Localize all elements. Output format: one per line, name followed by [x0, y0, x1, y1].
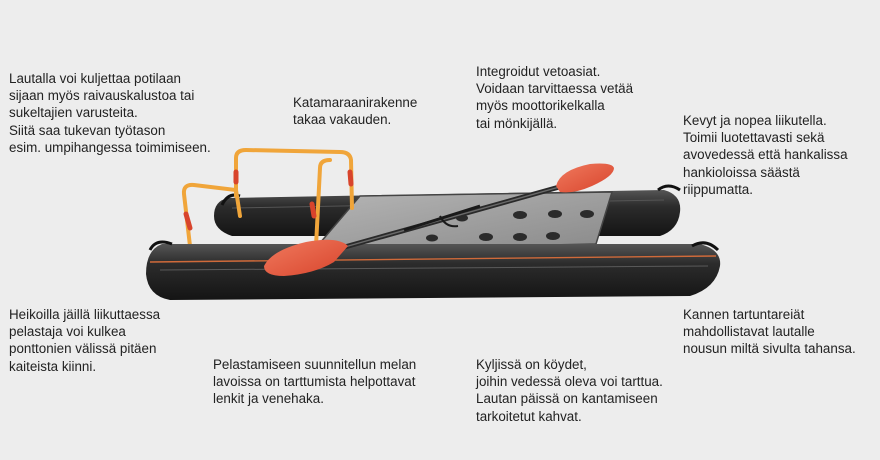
caption-line: Integroidut vetoasiat. — [476, 64, 601, 79]
front-pontoon — [146, 240, 721, 300]
caption-line: Heikoilla jäillä liikuttaessa — [9, 307, 161, 322]
caption-line: avovedessä että hankalissa — [683, 147, 848, 163]
caption-line: Pelastamiseen suunnitellun melan — [213, 357, 417, 372]
caption-cargo: Lautalla voi kuljettaa potilaan sijaan m… — [9, 70, 211, 156]
caption-ropes: Kyljissä on köydet, joihin vedessä oleva… — [476, 356, 663, 425]
caption-line: sukeltajien varusteita. — [9, 105, 138, 121]
deck-grip-holes — [426, 210, 594, 242]
caption-grip-holes: Kannen tartuntareiät mahdollistavat laut… — [683, 306, 856, 358]
caption-line: Toimii luotettavasti sekä — [683, 130, 825, 146]
caption-line: Kannen tartuntareiät — [683, 307, 805, 322]
caption-line: Voidaan tarvittaessa vetää — [476, 81, 634, 97]
caption-line: lavoissa on tarttumista helpottavat — [213, 374, 416, 390]
caption-line: pelastaja voi kulkea — [9, 324, 126, 340]
caption-line: Siitä saa tukevan työtason — [9, 122, 166, 138]
caption-line: Lautan päissä on kantamiseen — [476, 391, 658, 407]
caption-line: kaiteista kiinni. — [9, 358, 97, 374]
paddle — [264, 163, 614, 276]
caption-line: lenkit ja venehaka. — [213, 391, 324, 407]
caption-line: takaa vakauden. — [293, 112, 392, 128]
caption-line: mahdollistavat lautalle — [683, 324, 815, 340]
caption-lightweight: Kevyt ja nopea liikutella. Toimii luotet… — [683, 112, 848, 198]
caption-weak-ice: Heikoilla jäillä liikuttaessa pelastaja … — [9, 306, 160, 375]
paddle-blade-lower — [264, 239, 348, 276]
paddle-blade-upper — [556, 163, 614, 193]
caption-paddle: Pelastamiseen suunnitellun melan lavoiss… — [213, 356, 416, 408]
caption-line: Katamaraanirakenne — [293, 95, 418, 110]
handrails — [181, 147, 354, 248]
caption-line: sijaan myös raivauskalustoa tai — [9, 88, 195, 104]
side-rope — [149, 255, 717, 263]
caption-line: tai mönkijällä. — [476, 115, 558, 131]
caption-catamaran: Katamaraanirakenne takaa vakauden. — [293, 94, 417, 128]
caption-line: esim. umpihangessa toimimiseen. — [9, 139, 211, 155]
caption-line: tarkoitetut kahvat. — [476, 408, 582, 424]
caption-line: Lautalla voi kuljettaa potilaan — [9, 71, 181, 86]
caption-line: myös moottorikelkalla — [476, 98, 605, 114]
caption-line: ponttonien välissä pitäen — [9, 341, 157, 357]
caption-line: Kyljissä on köydet, — [476, 357, 587, 372]
caption-line: riippumatta. — [683, 181, 753, 197]
caption-towing: Integroidut vetoasiat. Voidaan tarvittae… — [476, 63, 633, 132]
caption-line: joihin vedessä oleva voi tarttua. — [476, 374, 663, 390]
caption-line: Kevyt ja nopea liikutella. — [683, 113, 827, 128]
caption-line: nousun miltä sivulta tahansa. — [683, 341, 856, 357]
caption-line: hankioloissa säästä — [683, 164, 800, 180]
